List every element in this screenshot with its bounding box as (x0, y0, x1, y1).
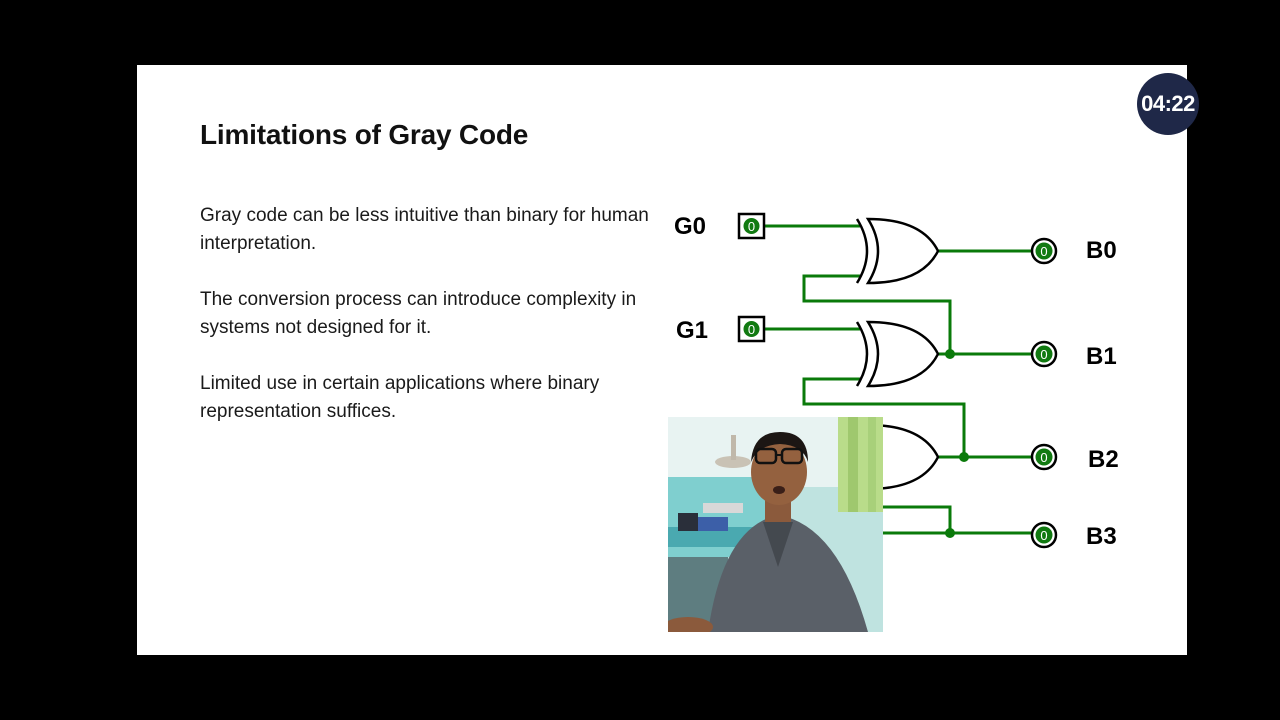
output-pin-value: 0 (1040, 528, 1047, 543)
recording-timer: 04:22 (1137, 73, 1199, 135)
bullet-text-2: The conversion process can introduce com… (200, 289, 637, 338)
output-pin-b2: 0 (1030, 443, 1058, 471)
bullet-text-1: Gray code can be less intuitive than bin… (200, 205, 649, 254)
output-pin-value: 0 (1040, 450, 1047, 465)
output-label-b3: B3 (1086, 523, 1117, 550)
wire-b3-loop (883, 505, 952, 533)
xor-gate-1 (855, 217, 940, 285)
presenter-webcam (668, 417, 883, 632)
output-pin-b1: 0 (1030, 340, 1058, 368)
output-label-b2: B2 (1088, 446, 1119, 473)
input-pin-g0[interactable]: 0 (737, 212, 766, 240)
wire-gate1-feedback (802, 274, 952, 354)
bullet-text-3: Limited use in certain applications wher… (200, 373, 600, 422)
input-pin-value: 0 (748, 322, 755, 337)
input-pin-g1[interactable]: 0 (737, 315, 766, 343)
junction-dot (959, 452, 969, 462)
xor-gate-2 (855, 320, 940, 388)
input-pin-value: 0 (748, 219, 755, 234)
output-pin-b0: 0 (1030, 237, 1058, 265)
output-label-b1: B1 (1086, 343, 1117, 370)
junction-dot (945, 528, 955, 538)
input-label-g1: G1 (676, 317, 708, 344)
output-pin-value: 0 (1040, 244, 1047, 259)
slide-title: Limitations of Gray Code (200, 119, 529, 150)
presenter-video-icon (668, 417, 883, 632)
output-pin-value: 0 (1040, 347, 1047, 362)
wires (764, 224, 1033, 535)
output-pin-b3: 0 (1030, 521, 1058, 549)
output-label-b0: B0 (1086, 237, 1117, 264)
slide: Limitations of Gray Code Gray code can b… (137, 65, 1187, 655)
input-label-g0: G0 (674, 213, 706, 240)
wire-gate2-feedback (802, 377, 966, 457)
junction-dot (945, 349, 955, 359)
